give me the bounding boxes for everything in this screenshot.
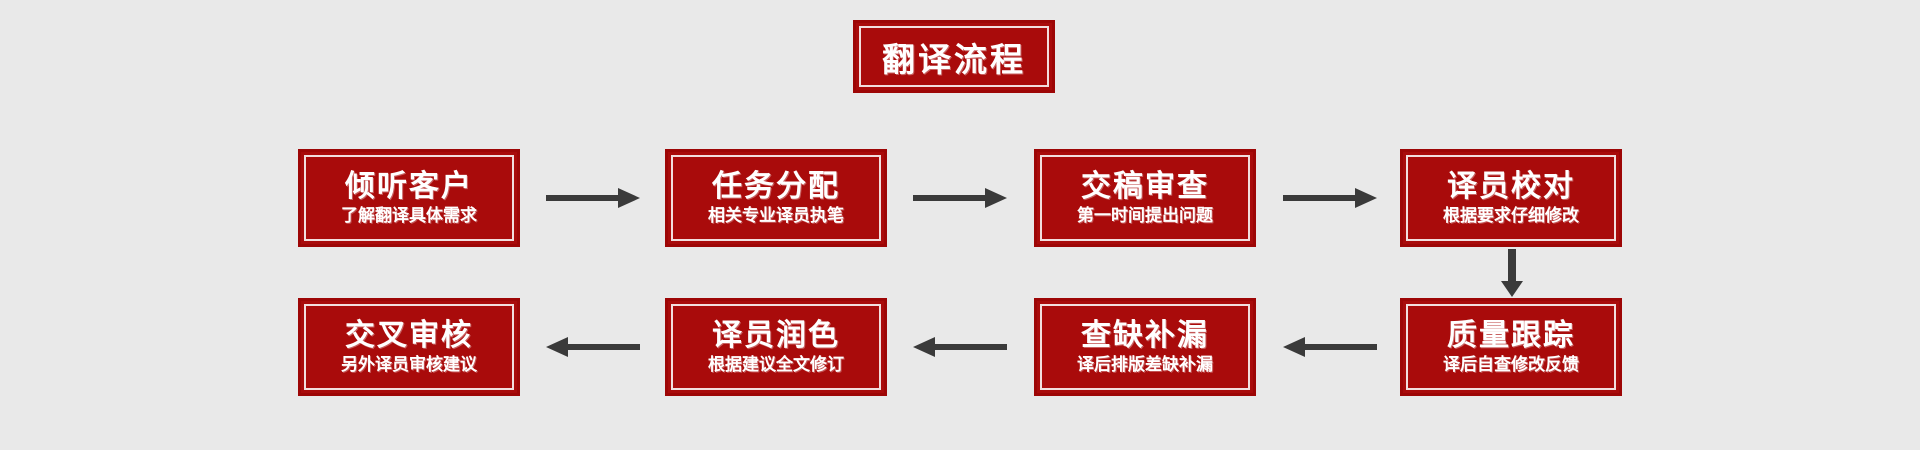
node-row2-1-subtitle: 另外译员审核建议	[341, 354, 477, 375]
node-row1-2-subtitle: 相关专业译员执笔	[708, 205, 844, 226]
node-row1-3[interactable]: 交稿审查 第一时间提出问题	[1034, 149, 1256, 247]
arrow-left-icon	[913, 337, 1007, 357]
node-row1-3-subtitle: 第一时间提出问题	[1077, 205, 1213, 226]
arrow-row2-3-to-2	[913, 334, 1007, 360]
arrow-right-icon	[546, 188, 640, 208]
node-row2-4[interactable]: 质量跟踪 译后自查修改反馈	[1400, 298, 1622, 396]
node-row1-4-title: 译员校对	[1447, 168, 1575, 204]
arrow-row1-4-to-row2-4	[1497, 249, 1527, 297]
node-row2-3-title: 查缺补漏	[1081, 317, 1209, 353]
node-row1-4[interactable]: 译员校对 根据要求仔细修改	[1400, 149, 1622, 247]
node-row2-2-subtitle: 根据建议全文修订	[708, 354, 844, 375]
arrow-left-icon	[1283, 337, 1377, 357]
arrow-down-icon	[1501, 249, 1523, 297]
node-row2-1-title: 交叉审核	[345, 317, 473, 353]
node-row1-2[interactable]: 任务分配 相关专业译员执笔	[665, 149, 887, 247]
diagram-title: 翻译流程	[882, 39, 1026, 79]
node-row2-4-title: 质量跟踪	[1447, 317, 1575, 353]
diagram-title-box: 翻译流程	[853, 20, 1055, 93]
node-row2-3[interactable]: 查缺补漏 译后排版差缺补漏	[1034, 298, 1256, 396]
arrow-right-icon	[913, 188, 1007, 208]
arrow-row1-3-to-4	[1283, 185, 1377, 211]
arrow-left-icon	[546, 337, 640, 357]
arrow-right-icon	[1283, 188, 1377, 208]
node-row2-1[interactable]: 交叉审核 另外译员审核建议	[298, 298, 520, 396]
node-row1-1[interactable]: 倾听客户 了解翻译具体需求	[298, 149, 520, 247]
node-row2-2[interactable]: 译员润色 根据建议全文修订	[665, 298, 887, 396]
node-row1-3-title: 交稿审查	[1081, 168, 1209, 204]
arrow-row1-2-to-3	[913, 185, 1007, 211]
arrow-row2-2-to-1	[546, 334, 640, 360]
arrow-row1-1-to-2	[546, 185, 640, 211]
arrow-row2-4-to-3	[1283, 334, 1377, 360]
node-row1-1-subtitle: 了解翻译具体需求	[341, 205, 477, 226]
node-row1-1-title: 倾听客户	[345, 168, 473, 204]
node-row1-4-subtitle: 根据要求仔细修改	[1443, 205, 1579, 226]
node-row1-2-title: 任务分配	[712, 168, 840, 204]
node-row2-2-title: 译员润色	[712, 317, 840, 353]
node-row2-3-subtitle: 译后排版差缺补漏	[1077, 354, 1213, 375]
node-row2-4-subtitle: 译后自查修改反馈	[1443, 354, 1579, 375]
